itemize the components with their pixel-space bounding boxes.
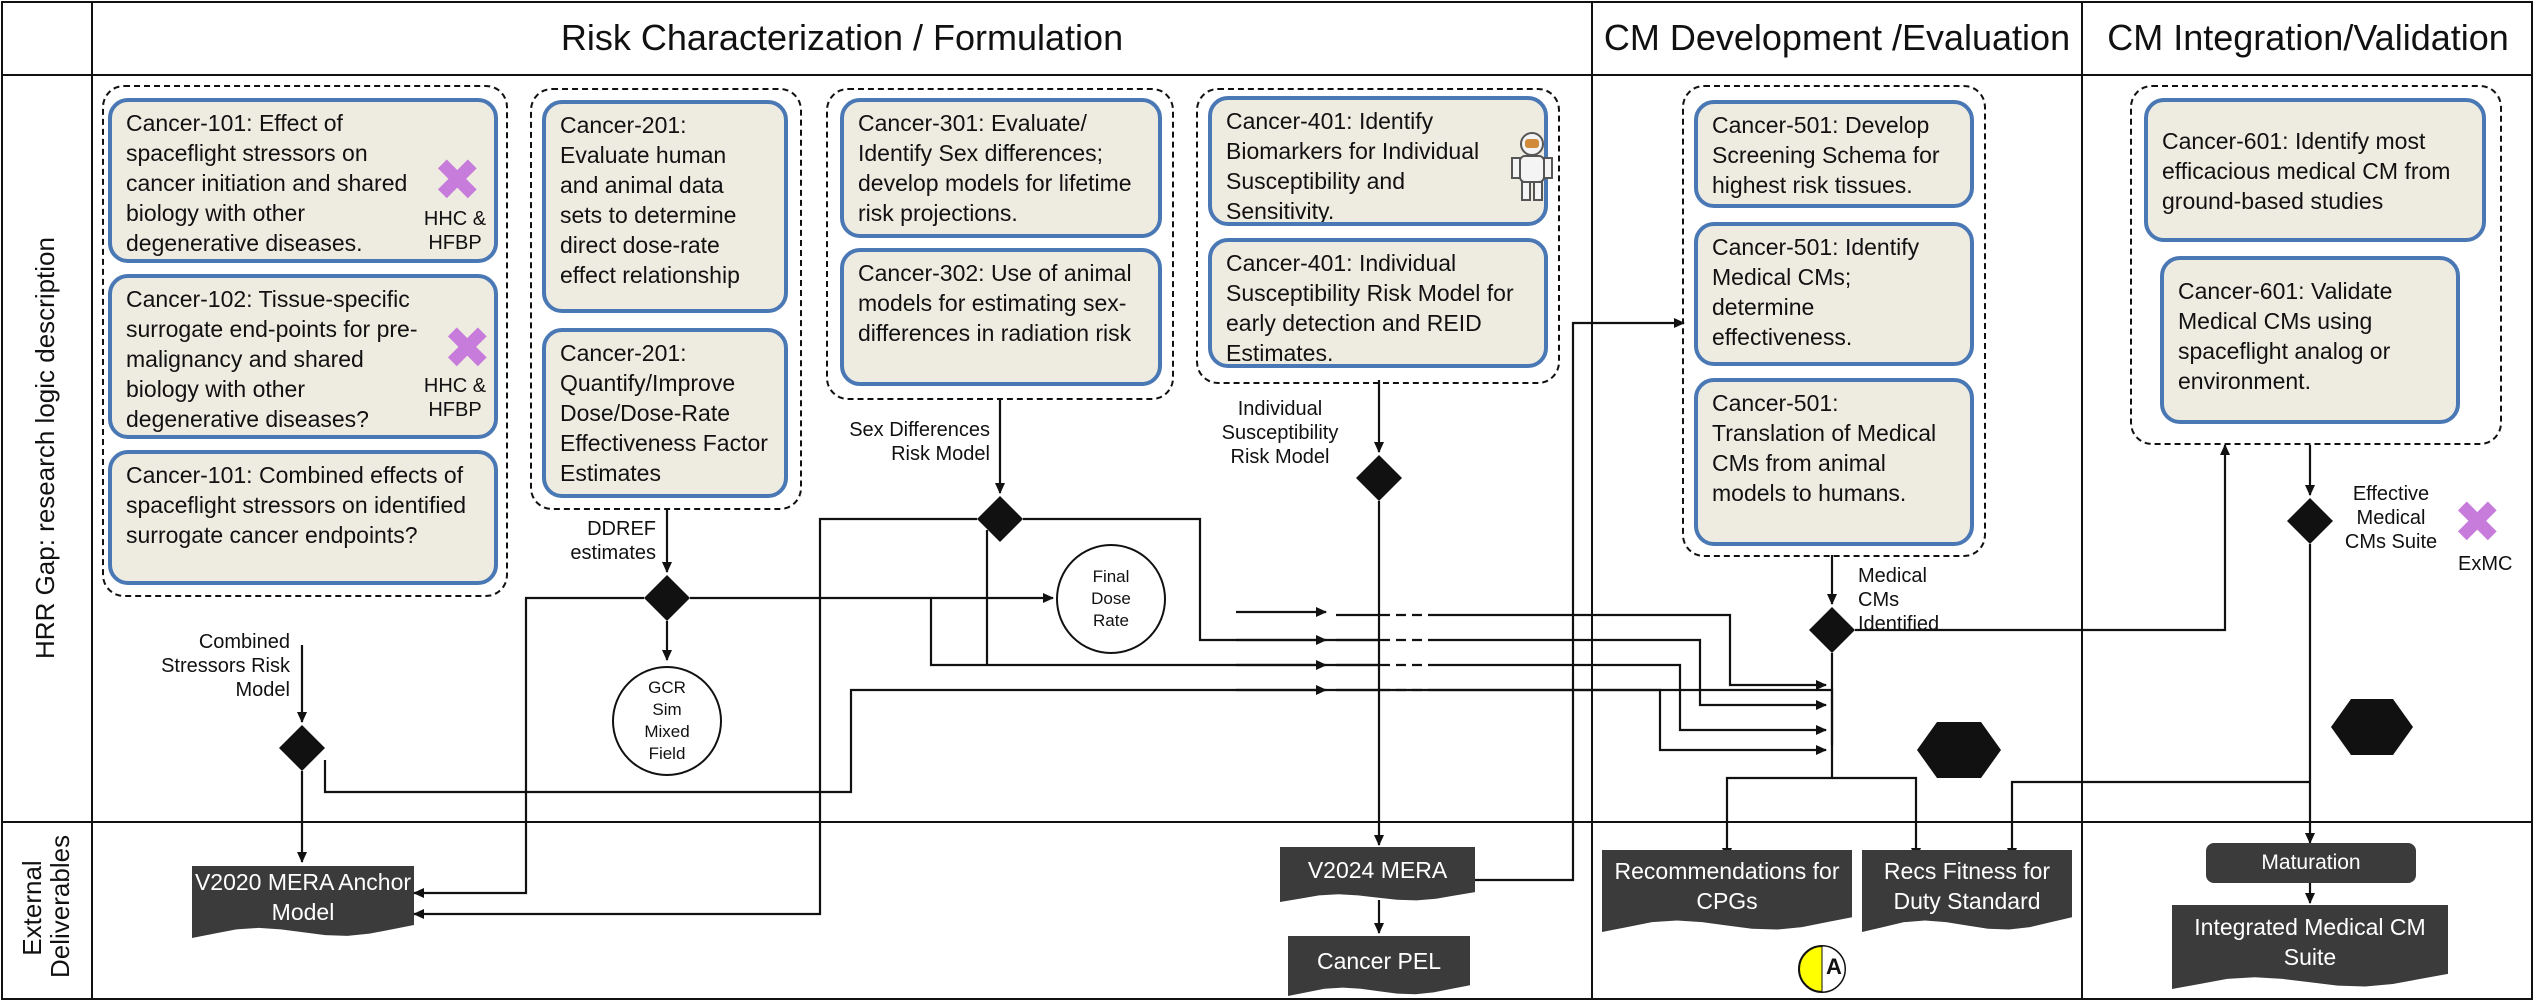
group-cancer-100	[102, 85, 508, 597]
header-risk: Risk Characterization / Formulation	[560, 16, 1124, 58]
group-cancer-400	[1196, 88, 1560, 384]
astronaut-icon	[1511, 132, 1553, 201]
deliverable-v2020: V2020 MERA Anchor Model	[192, 866, 414, 938]
task-cancer-601a: Cancer-601: Identify most efficacious me…	[2144, 98, 2486, 242]
group-cancer-500	[1682, 85, 1986, 557]
deliverable-cancer-pel: Cancer PEL	[1288, 936, 1470, 996]
header-cm-int: CM Integration/Validation	[2107, 16, 2509, 58]
x-mark-icon: ✖	[433, 148, 482, 213]
row-label-deliverables: External Deliverables	[17, 834, 75, 978]
partial-badge-icon	[1798, 945, 1846, 993]
header-cm-dev: CM Development /Evaluation	[1603, 16, 2071, 58]
task-cancer-301: Cancer-301: Evaluate/ Identify Sex diffe…	[840, 98, 1162, 238]
hexagon-icon-1	[1917, 722, 2001, 778]
task-cancer-201a: Cancer-201: Evaluate human and animal da…	[542, 100, 788, 313]
deliverable-cpgs: Recommendations for CPGs	[1602, 850, 1852, 932]
x-mark-icon: ✖	[2453, 490, 2502, 555]
individual-risk-label: Individual Susceptibility Risk Model	[1221, 398, 1339, 468]
gcr-sim-node: GCR Sim Mixed Field	[612, 666, 722, 776]
task-cancer-601b: Cancer-601: Validate Medical CMs using s…	[2160, 256, 2460, 424]
task-cancer-101b: Cancer-101: Combined effects of spacefli…	[108, 450, 498, 585]
hexagons	[1917, 699, 2413, 778]
decision-diamonds	[279, 455, 2333, 771]
effective-label: Effective Medical CMs Suite	[2344, 483, 2438, 553]
task-cancer-101a: Cancer-101: Effect of spaceflight stress…	[108, 98, 498, 263]
diamond-individual	[1356, 455, 1402, 501]
badge-letter: A	[1826, 954, 1842, 979]
diamond-effective	[2287, 498, 2333, 544]
task-cancer-401a: Cancer-401: Identify Biomarkers for Indi…	[1208, 96, 1548, 226]
task-cancer-201b: Cancer-201: Quantify/Improve Dose/Dose-R…	[542, 328, 788, 498]
deliverable-integrated-suite: Integrated Medical CM Suite	[2172, 905, 2448, 989]
ddref-label: DDREF estimates	[570, 518, 656, 564]
sex-risk-label: Sex Differences Risk Model	[849, 419, 990, 465]
hexagon-icon-2	[2331, 699, 2413, 755]
combined-risk-label: Combined Stressors Risk Model	[161, 631, 290, 701]
group-cancer-600	[2130, 85, 2502, 445]
task-cancer-501b: Cancer-501: Identify Medical CMs; determ…	[1694, 222, 1974, 366]
exmc-label: ExMC	[2458, 553, 2513, 575]
task-cancer-501a: Cancer-501: Develop Screening Schema for…	[1694, 100, 1974, 208]
diamond-combined	[279, 725, 325, 771]
diamond-sex	[977, 496, 1023, 542]
deliverable-maturation: Maturation	[2206, 843, 2416, 883]
deliverable-fitness: Recs Fitness for Duty Standard	[1862, 850, 2072, 932]
task-cancer-401b: Cancer-401: Individual Susceptibility Ri…	[1208, 238, 1548, 368]
hhc-label-2: HHC &HFBP	[423, 375, 487, 421]
task-cancer-102: Cancer-102: Tissue-specific surrogate en…	[108, 274, 498, 439]
hhc-label-1: HHC &HFBP	[423, 208, 487, 254]
medcms-label: Medical CMs Identified	[1858, 565, 1940, 635]
group-cancer-300	[826, 88, 1174, 400]
diamond-ddref	[644, 575, 690, 621]
final-dose-rate-node: Final Dose Rate	[1056, 544, 1166, 654]
row-label-gap: HRR Gap: research logic description	[30, 237, 60, 659]
task-cancer-302: Cancer-302: Use of animal models for est…	[840, 248, 1162, 386]
deliverable-v2024: V2024 MERA	[1280, 847, 1475, 902]
x-mark-icon: ✖	[443, 316, 492, 381]
task-cancer-501c: Cancer-501: Translation of Medical CMs f…	[1694, 378, 1974, 546]
group-cancer-200	[530, 88, 802, 510]
diamond-medcms	[1809, 607, 1855, 653]
